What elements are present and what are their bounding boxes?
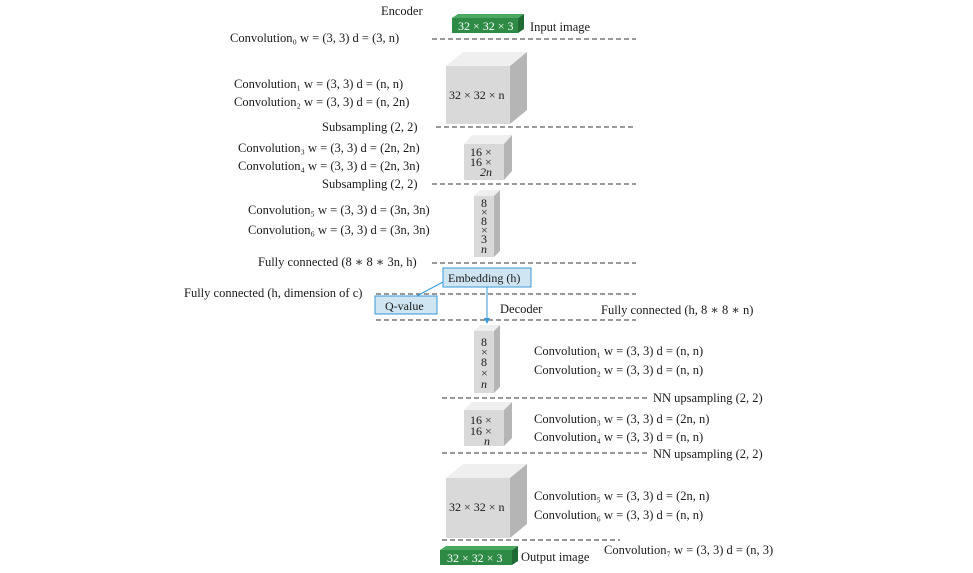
decoder-block2-line2: 16 × xyxy=(470,424,492,438)
encoder-block2-line1: 16 × xyxy=(470,145,492,159)
decoder-block-16x16xn: 16 × 16 × n xyxy=(464,402,512,448)
decoder-conv5: Convolution₅ w = (3, 3) d = (2n, n) xyxy=(534,489,709,503)
output-image-box: 32 × 32 × 3 xyxy=(440,546,518,565)
qvalue-label: Q-value xyxy=(385,299,424,313)
encoder-block-32x32xn: 32 × 32 × n xyxy=(446,52,527,124)
arrow-head-icon xyxy=(484,318,490,324)
decoder-upsampling-1: NN upsampling (2, 2) xyxy=(653,391,763,405)
encoder-fully-connected-2: Fully connected (h, dimension of c) xyxy=(184,286,362,300)
encoder-block3-c4: 3 xyxy=(481,232,487,246)
encoder-block3-c1: × xyxy=(481,205,488,219)
decoder-block-32x32xn: 32 × 32 × n xyxy=(446,464,527,538)
encoder-block-16x16x2n: 16 × 16 × 2n xyxy=(464,135,512,180)
output-image-label: 32 × 32 × 3 xyxy=(447,551,503,565)
encoder-block3-c0: 8 xyxy=(481,196,487,210)
encoder-block3-c3: × xyxy=(481,223,488,237)
decoder-block1-c2: 8 xyxy=(481,355,487,369)
encoder-block1-label: 32 × 32 × n xyxy=(449,88,505,102)
input-image-box: 32 × 32 × 3 xyxy=(452,14,524,33)
decoder-block-8x8xn: 8 × 8 × n xyxy=(474,325,500,393)
decoder-conv4: Convolution₄ w = (3, 3) d = (n, n) xyxy=(534,430,703,444)
decoder-conv3: Convolution₃ w = (3, 3) d = (2n, n) xyxy=(534,412,709,426)
decoder-conv2: Convolution₂ w = (3, 3) d = (n, n) xyxy=(534,363,703,377)
encoder-subsampling-1: Subsampling (2, 2) xyxy=(322,120,417,134)
decoder-conv6: Convolution₆ w = (3, 3) d = (n, n) xyxy=(534,508,703,522)
decoder-block1-c0: 8 xyxy=(481,335,487,349)
encoder-block-8x8x3n: 8 × 8 × 3 n xyxy=(474,190,500,257)
decoder-fully-connected: Fully connected (h, 8 ∗ 8 ∗ n) xyxy=(601,303,753,317)
input-image-label: 32 × 32 × 3 xyxy=(458,19,514,33)
qvalue-box: Q-value xyxy=(374,295,438,315)
encoder-block3-c2: 8 xyxy=(481,214,487,228)
decoder-title: Decoder xyxy=(500,302,543,316)
decoder-block2-line3: n xyxy=(484,434,490,448)
encoder-block2-line2: 16 × xyxy=(470,155,492,169)
embedding-box: Embedding (h) xyxy=(442,267,532,288)
output-image-caption: Output image xyxy=(521,550,590,564)
embedding-label: Embedding (h) xyxy=(448,271,520,285)
encoder-conv3: Convolution₃ w = (3, 3) d = (2n, 2n) xyxy=(238,141,420,155)
decoder-block1-c1: × xyxy=(481,345,488,359)
encoder-conv6: Convolution₆ w = (3, 3) d = (3n, 3n) xyxy=(248,223,430,237)
encoder-conv2: Convolution₂ w = (3, 3) d = (n, 2n) xyxy=(234,95,409,109)
decoder-block3-label: 32 × 32 × n xyxy=(449,500,505,514)
encoder-conv4: Convolution₄ w = (3, 3) d = (2n, 3n) xyxy=(238,159,420,173)
decoder-block2-line1: 16 × xyxy=(470,413,492,427)
decoder-upsampling-2: NN upsampling (2, 2) xyxy=(653,447,763,461)
separator-lines xyxy=(376,38,650,541)
encoder-subsampling-2: Subsampling (2, 2) xyxy=(322,177,417,191)
encoder-fully-connected-1: Fully connected (8 ∗ 8 ∗ 3n, h) xyxy=(258,255,417,269)
decoder-conv1: Convolution₁ w = (3, 3) d = (n, n) xyxy=(534,344,703,358)
encoder-title: Encoder xyxy=(381,4,423,18)
encoder-conv5: Convolution₅ w = (3, 3) d = (3n, 3n) xyxy=(248,203,430,217)
encoder-block2-line3: 2n xyxy=(480,165,492,179)
decoder-conv7: Convolution₇ w = (3, 3) d = (n, 3) xyxy=(604,543,773,557)
decoder-block1-c4: n xyxy=(481,377,487,391)
encoder-conv0: Convolution₀ w = (3, 3) d = (3, n) xyxy=(230,31,399,45)
encoder-conv1: Convolution₁ w = (3, 3) d = (n, n) xyxy=(234,77,403,91)
embedding-to-qvalue-connector xyxy=(412,281,444,299)
input-image-caption: Input image xyxy=(530,20,591,34)
decoder-block1-c3: × xyxy=(481,366,488,380)
encoder-block3-c5: n xyxy=(481,242,487,256)
